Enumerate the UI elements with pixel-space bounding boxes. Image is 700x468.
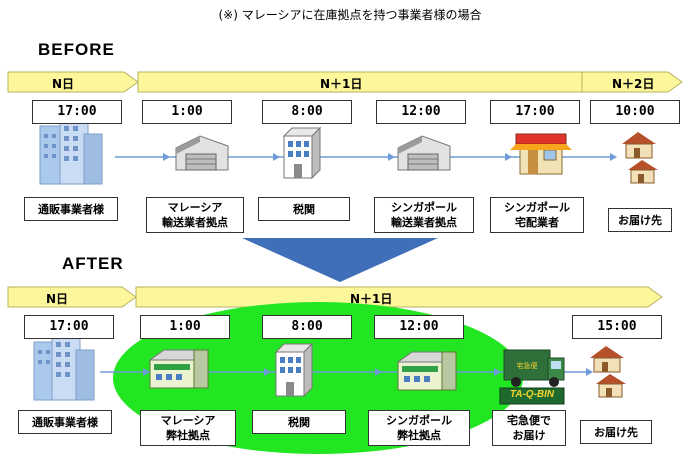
house-icon — [590, 346, 626, 398]
before-title: BEFORE — [38, 40, 115, 59]
after-time-4: 15:00 — [572, 315, 662, 339]
before-day-band-n2 — [581, 71, 683, 93]
before-label-singapore-carrier: シンガポール 輸送業者拠点 — [374, 197, 474, 233]
before-label-malaysia-carrier: マレーシア 輸送業者拠点 — [146, 197, 244, 233]
note-text: (※) マレーシアに在庫拠点を持つ事業者様の場合 — [218, 8, 482, 22]
after-label-singapore-base: シンガポール 弊社拠点 — [368, 410, 470, 446]
house-icon — [622, 132, 658, 184]
after-day-band-n — [7, 286, 137, 308]
before-label-customs: 税関 — [258, 197, 350, 221]
taqbin-logo: TA-Q-BIN — [509, 389, 555, 400]
after-time-1: 1:00 — [140, 315, 230, 339]
after-label-customs: 税関 — [252, 410, 346, 434]
before-time-1: 1:00 — [142, 100, 232, 124]
before-time-3: 12:00 — [376, 100, 466, 124]
after-time-0: 17:00 — [24, 315, 114, 339]
delivery-truck-icon: 宅急便 — [503, 349, 565, 387]
after-label-malaysia-base: マレーシア 弊社拠点 — [140, 410, 236, 446]
after-label-vendor: 通販事業者様 — [18, 410, 112, 434]
before-day-band-n1 — [137, 71, 597, 93]
office-building-icon — [33, 335, 95, 401]
before-time-0: 17:00 — [32, 100, 122, 124]
office-building-icon — [39, 119, 103, 185]
after-day-label-n: N日 — [46, 292, 69, 306]
after-label-takkyubin: 宅急便で お届け — [492, 410, 566, 446]
company-base-icon — [148, 349, 210, 389]
before-day-label-n1: N＋1日 — [320, 77, 363, 91]
warehouse-icon — [175, 135, 229, 171]
after-title: AFTER — [62, 254, 124, 273]
after-day-label-n1: N＋1日 — [350, 292, 393, 306]
company-base-icon — [396, 351, 458, 391]
before-time-4: 17:00 — [490, 100, 580, 124]
before-day-label-n: N日 — [52, 77, 75, 91]
before-time-5: 10:00 — [590, 100, 680, 124]
after-label-destination: お届け先 — [580, 420, 652, 444]
customs-building-icon — [274, 342, 314, 398]
svg-text:宅急便: 宅急便 — [517, 361, 538, 370]
after-day-band-n1 — [135, 286, 663, 308]
shop-icon — [510, 133, 572, 175]
after-time-2: 8:00 — [262, 315, 352, 339]
before-time-2: 8:00 — [262, 100, 352, 124]
before-label-singapore-courier: シンガポール 宅配業者 — [490, 197, 584, 233]
after-time-3: 12:00 — [374, 315, 464, 339]
before-day-label-n2: N＋2日 — [612, 77, 655, 91]
transition-arrow — [242, 238, 438, 282]
before-label-vendor: 通販事業者様 — [24, 197, 118, 221]
warehouse-icon — [397, 135, 451, 171]
customs-building-icon — [282, 126, 322, 180]
before-day-band-n — [7, 71, 139, 93]
before-label-destination: お届け先 — [608, 208, 672, 232]
